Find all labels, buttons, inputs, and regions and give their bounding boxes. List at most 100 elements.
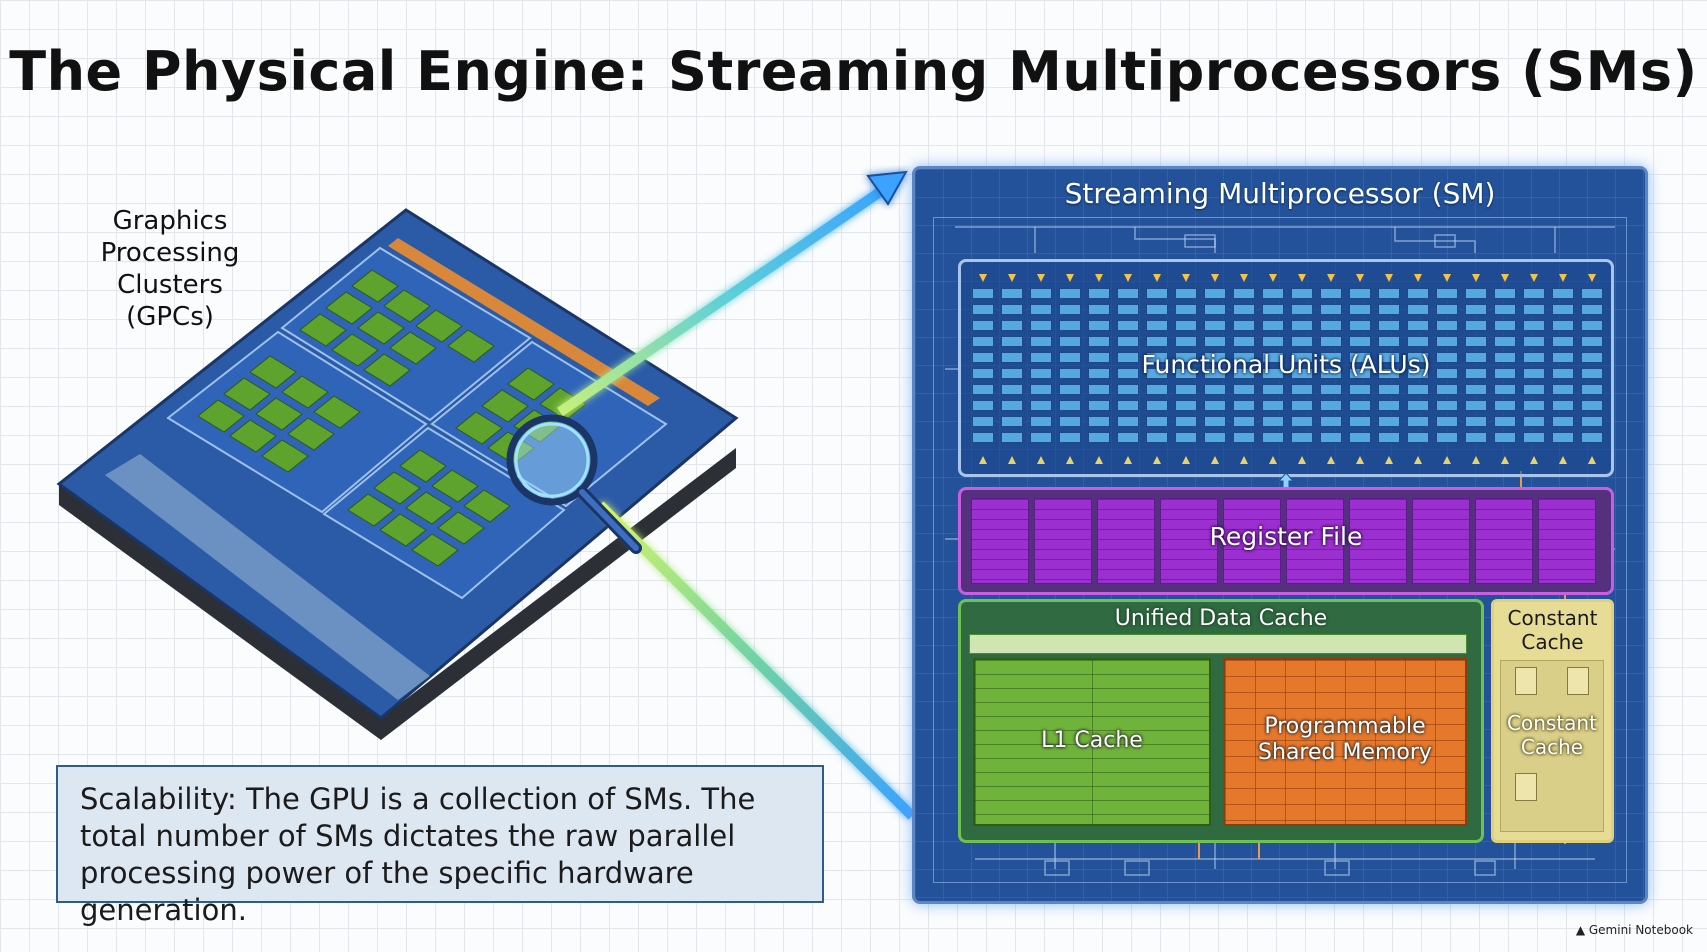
alu-unit: [1204, 400, 1226, 411]
alu-column: [1551, 274, 1574, 464]
alu-unit: [1378, 304, 1400, 315]
alu-unit: [1436, 384, 1458, 395]
sm-panel: Streaming Multiprocessor (SM) Functional…: [912, 166, 1648, 904]
alu-output-arrow: [1559, 456, 1567, 464]
alu-input-arrow: [1356, 274, 1364, 282]
alu-column: [1348, 274, 1371, 464]
alu-output-arrow: [1211, 456, 1219, 464]
alu-unit: [1001, 432, 1023, 443]
alu-unit: [1436, 416, 1458, 427]
alu-unit: [1320, 288, 1342, 299]
alu-unit: [1291, 320, 1313, 331]
alu-output-arrow: [1269, 456, 1277, 464]
alu-unit: [1233, 336, 1255, 347]
alu-unit: [1552, 336, 1574, 347]
alu-output-arrow: [1008, 456, 1016, 464]
alu-unit: [1320, 304, 1342, 315]
alu-column: [1232, 274, 1255, 464]
alu-unit: [1436, 352, 1458, 363]
alu-unit: [1378, 416, 1400, 427]
alu-unit: [1291, 368, 1313, 379]
alu-unit: [1030, 368, 1052, 379]
alu-unit: [1407, 368, 1429, 379]
alu-column: [1464, 274, 1487, 464]
alu-output-arrow: [1066, 456, 1074, 464]
alu-unit: [1262, 416, 1284, 427]
alu-unit: [1088, 416, 1110, 427]
alu-input-arrow: [1095, 274, 1103, 282]
alu-unit: [1204, 336, 1226, 347]
alu-unit: [1030, 416, 1052, 427]
alu-unit: [1175, 368, 1197, 379]
alu-unit: [1378, 336, 1400, 347]
alu-unit: [1320, 416, 1342, 427]
alu-output-arrow: [1356, 456, 1364, 464]
alu-unit: [1117, 416, 1139, 427]
alu-unit: [1117, 384, 1139, 395]
alu-input-arrow: [1008, 274, 1016, 282]
alu-unit: [1262, 432, 1284, 443]
alu-input-arrow: [1559, 274, 1567, 282]
gpc-label-line: Clusters: [117, 270, 223, 300]
alu-input-arrow: [1385, 274, 1393, 282]
functional-units-block: Functional Units (ALUs): [958, 259, 1614, 477]
alu-output-arrow: [1153, 456, 1161, 464]
alu-unit: [1494, 432, 1516, 443]
alu-unit: [1552, 400, 1574, 411]
magnifier-icon: [506, 414, 642, 554]
alu-unit: [1407, 432, 1429, 443]
alu-unit: [1494, 400, 1516, 411]
alu-unit: [1117, 352, 1139, 363]
alu-unit: [1175, 400, 1197, 411]
alu-output-arrow: [1240, 456, 1248, 464]
alu-unit: [1117, 288, 1139, 299]
gpc-core-tiles: [197, 269, 587, 567]
alu-unit: [1088, 432, 1110, 443]
gpc-label-line: (GPCs): [126, 302, 214, 332]
alu-unit: [1088, 368, 1110, 379]
alu-unit: [1204, 304, 1226, 315]
alu-column: [1261, 274, 1284, 464]
l1-cache-label: L1 Cache: [1041, 728, 1143, 753]
alu-input-arrow: [1298, 274, 1306, 282]
alu-unit: [1407, 288, 1429, 299]
register-cell: [1160, 498, 1218, 584]
alu-unit: [972, 288, 994, 299]
alu-unit: [1030, 288, 1052, 299]
branding: ▲ Gemini Notebook: [1576, 923, 1693, 937]
alu-unit: [1059, 368, 1081, 379]
alu-unit: [1233, 368, 1255, 379]
alu-unit: [1465, 416, 1487, 427]
alu-unit: [1407, 400, 1429, 411]
alu-unit: [1001, 336, 1023, 347]
alu-unit: [1523, 288, 1545, 299]
alu-unit: [1233, 384, 1255, 395]
alu-unit: [972, 320, 994, 331]
alu-unit: [1465, 288, 1487, 299]
alu-unit: [1378, 400, 1400, 411]
alu-unit: [1175, 288, 1197, 299]
alu-unit: [1146, 288, 1168, 299]
alu-unit: [1088, 352, 1110, 363]
alu-input-arrow: [1182, 274, 1190, 282]
alu-input-arrow: [1153, 274, 1161, 282]
alu-column: [1116, 274, 1139, 464]
alu-unit: [1117, 368, 1139, 379]
alu-unit: [1204, 368, 1226, 379]
document-icon: [1515, 773, 1537, 801]
alu-column: [1145, 274, 1168, 464]
alu-unit: [1204, 432, 1226, 443]
alu-unit: [1523, 336, 1545, 347]
alu-unit: [1407, 304, 1429, 315]
alu-unit: [1407, 336, 1429, 347]
alu-unit: [1030, 352, 1052, 363]
alu-unit: [1523, 432, 1545, 443]
alu-unit: [1378, 368, 1400, 379]
alu-unit: [1436, 320, 1458, 331]
alu-unit: [1146, 368, 1168, 379]
alu-unit: [1262, 336, 1284, 347]
alu-output-arrow: [1414, 456, 1422, 464]
alu-column: [1493, 274, 1516, 464]
alu-unit: [1059, 304, 1081, 315]
alu-input-arrow: [1240, 274, 1248, 282]
